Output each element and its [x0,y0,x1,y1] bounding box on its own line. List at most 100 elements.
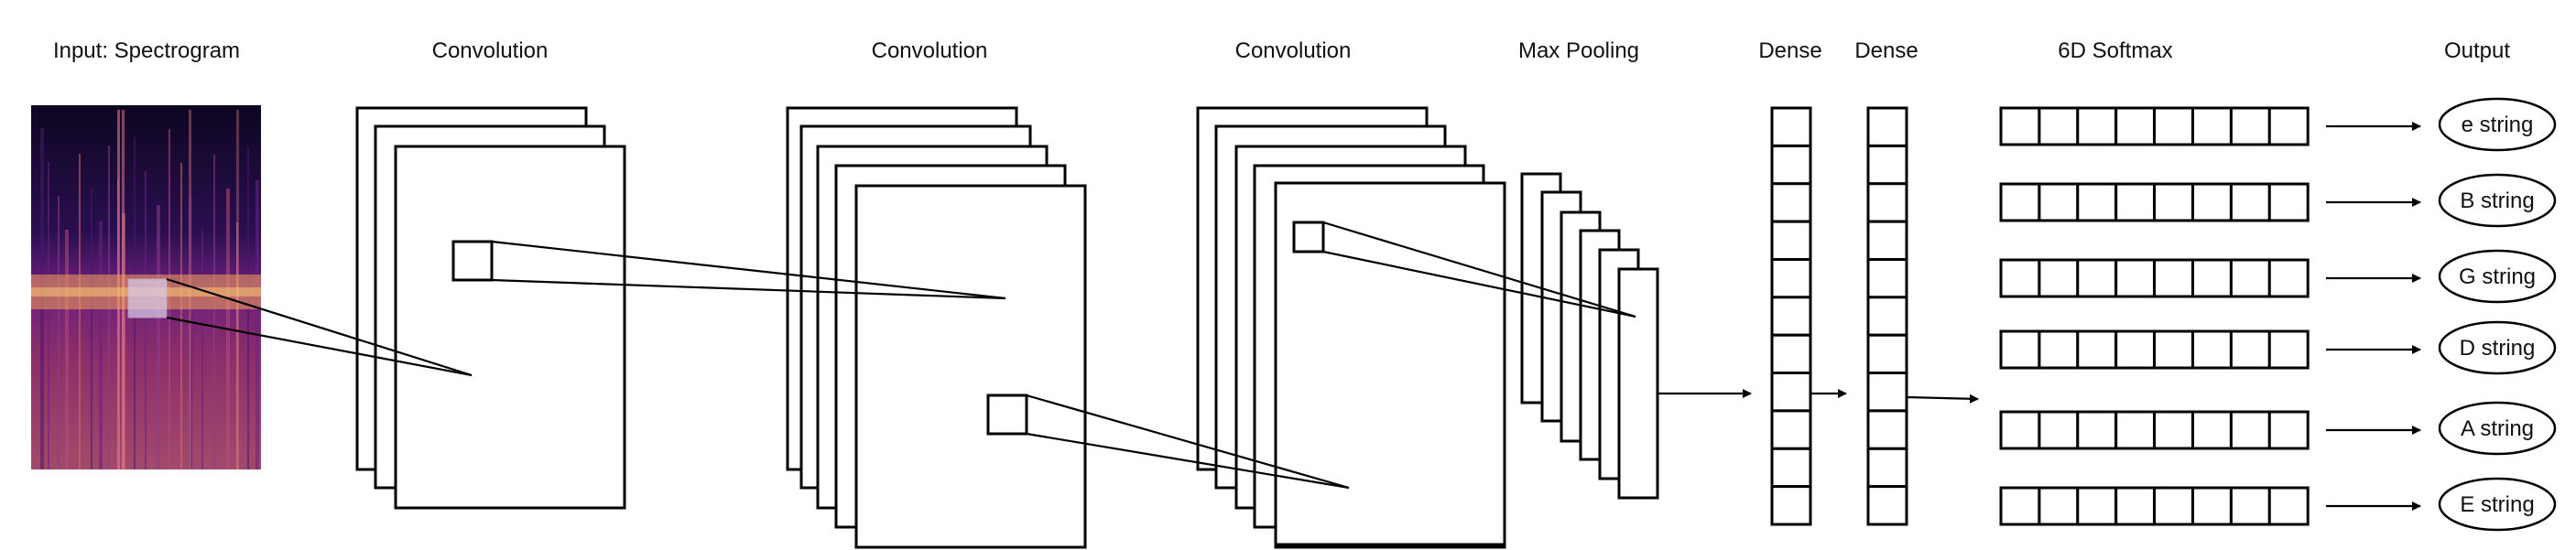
softmax-cell [2153,106,2195,146]
softmax-row: B string [1999,173,2557,228]
softmax-cell [2038,329,2080,370]
dense2-cell [1866,258,1908,299]
softmax-row: E string [1999,477,2557,532]
softmax-cell [1999,486,2041,526]
conv2-feature-maps [786,106,1087,549]
softmax-cell [2191,410,2233,450]
dense1-cell [1770,296,1812,337]
softmax-cell [2267,486,2310,526]
conv1-label: Convolution [432,38,549,63]
softmax-cell [2114,486,2157,526]
softmax-row: e string [1999,97,2557,152]
output-node [2438,320,2557,375]
spectrogram-image [31,105,261,469]
softmax-cell [2229,258,2271,298]
softmax-cell [2191,258,2233,298]
output-node-label: E string [2460,492,2534,517]
maxpool-feature-maps [1520,172,1659,500]
softmax-cell [2153,410,2195,450]
softmax-cell [2191,106,2233,146]
softmax-row: A string [1999,401,2557,456]
conv3-label: Convolution [1235,38,1352,63]
dense1-cell [1770,372,1812,413]
softmax-cell [2153,486,2195,526]
dense1-cell [1770,447,1812,489]
conv1-kernel-window [451,240,494,282]
softmax-cell [2267,182,2310,222]
output-node-label: G string [2459,264,2536,289]
softmax-cell [2076,329,2118,370]
softmax-cell [2153,329,2195,370]
softmax-cell [2114,410,2157,450]
softmax-cell [2076,182,2118,222]
dense2-cell [1866,485,1908,526]
softmax-cell [2267,329,2310,370]
softmax-row: G string [1999,249,2557,304]
dense2-label: Dense [1854,38,1918,63]
conv3-feature-maps [1196,106,1506,549]
dense2-cell [1866,409,1908,450]
softmax-cell [2114,182,2157,222]
softmax-cell [2153,182,2195,222]
conv2-kernel-window [986,394,1028,436]
conv2-label: Convolution [872,38,988,63]
receptive-field-lines [166,221,1636,490]
output-node [2438,477,2557,532]
softmax-cell [2191,486,2233,526]
output-node-label: D string [2460,336,2536,361]
dense2-cell [1866,372,1908,413]
output-node-label: A string [2461,416,2534,441]
output-node [2438,249,2557,304]
softmax-cell [1999,106,2041,146]
softmax-cell [2114,258,2157,298]
dense1-cell [1770,182,1812,223]
dense1-cell [1770,106,1812,147]
softmax-cell [2267,258,2310,298]
softmax-cell [2076,410,2118,450]
softmax-cell [2114,329,2157,370]
softmax-cell [2076,106,2118,146]
softmax-cell [2114,106,2157,146]
dense2-cell [1866,447,1908,489]
softmax-cell [2229,486,2271,526]
softmax-cell [2267,410,2310,450]
softmax-cell [2191,329,2233,370]
softmax-cell [2076,258,2118,298]
flow-arrows [1658,389,1979,404]
dense2-cell [1866,333,1908,375]
softmax-cell [1999,182,2041,222]
output-node-label: e string [2462,113,2534,137]
dense1-label: Dense [1758,38,1821,63]
dense2-cell [1866,144,1908,186]
softmax-cell [2038,258,2080,298]
softmax-cell [2038,410,2080,450]
dense1-cell [1770,485,1812,526]
output-node [2438,173,2557,228]
softmax-cell [2076,486,2118,526]
dense1-cell [1770,220,1812,262]
softmax-cell [1999,329,2041,370]
softmax-cell [2229,329,2271,370]
maxpool-label: Max Pooling [1518,38,1639,63]
dense1-cell [1770,333,1812,375]
softmax-cell [1999,410,2041,450]
dense1-cell [1770,144,1812,186]
softmax-cell [2229,182,2271,222]
dense2-cell [1866,182,1908,223]
softmax-cell [2229,106,2271,146]
output-node-label: B string [2460,189,2534,213]
softmax-cell [2038,182,2080,222]
dense2-cell [1866,106,1908,147]
dense2-cell [1866,220,1908,262]
conv3-kernel-window [1292,221,1325,253]
softmax-cell [1999,258,2041,298]
softmax-label: 6D Softmax [2058,38,2172,63]
conv1-feature-maps [355,106,626,510]
output-label: Output [2444,38,2510,63]
dense1-layer [1770,106,1812,526]
dense1-cell [1770,258,1812,299]
softmax-rows: e string B string G string D string A string… [1999,97,2557,532]
spectrogram-kernel-window [127,278,168,318]
softmax-cell [2191,182,2233,222]
